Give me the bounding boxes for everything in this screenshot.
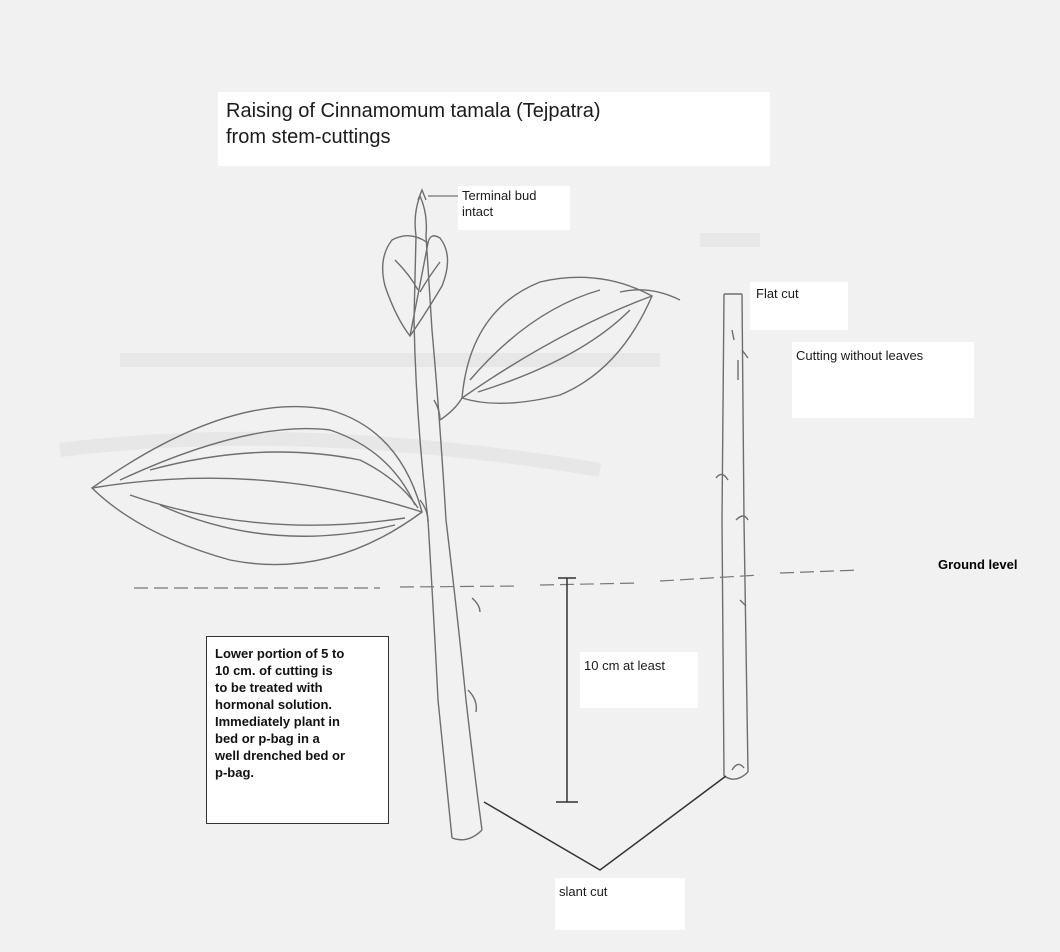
treatment-note-text: Lower portion of 5 to 10 cm. of cutting … <box>215 645 383 781</box>
depth-label: 10 cm at least <box>580 652 698 708</box>
note-line: Immediately plant in <box>215 714 340 729</box>
leafy-stem <box>413 188 483 841</box>
ground-level-label: Ground level <box>938 557 1018 572</box>
terminal-bud-line-2: intact <box>462 204 494 219</box>
slant-cut-pointer <box>483 775 727 871</box>
cutting-without-leaves-label: Cutting without leaves <box>792 342 974 418</box>
note-line: bed or p-bag in a <box>215 731 320 746</box>
diagram-title: Raising of Cinnamomum tamala (Tejpatra) … <box>226 98 601 150</box>
title-line-1: Raising of Cinnamomum tamala (Tejpatra) <box>226 100 601 122</box>
flat-cut-text: Flat cut <box>756 286 799 301</box>
right-leaf <box>439 276 681 421</box>
cutting-without-leaves-text: Cutting without leaves <box>796 348 924 363</box>
note-line: well drenched bed or <box>215 748 346 763</box>
title-line-2: from stem-cuttings <box>226 126 391 148</box>
depth-marker <box>556 577 578 803</box>
note-line: p-bag. <box>215 765 254 780</box>
top-leaf <box>382 235 449 338</box>
ground-line <box>134 569 861 589</box>
note-line: hormonal solution. <box>215 697 332 712</box>
slant-cut-text: slant cut <box>559 884 608 899</box>
terminal-bud-label: Terminal bud intact <box>458 186 570 230</box>
slant-cut-label: slant cut <box>555 878 685 930</box>
note-line: Lower portion of 5 to <box>215 646 345 661</box>
treatment-note: Lower portion of 5 to 10 cm. of cutting … <box>206 636 389 824</box>
flat-cut-label: Flat cut <box>750 282 848 330</box>
depth-text: 10 cm at least <box>584 658 665 673</box>
background-smudges <box>59 233 760 477</box>
title-box: Raising of Cinnamomum tamala (Tejpatra) … <box>218 92 770 166</box>
left-leaf <box>90 405 423 566</box>
terminal-bud-line-1: Terminal bud <box>462 188 537 203</box>
note-line: 10 cm. of cutting is <box>215 663 333 678</box>
note-line: to be treated with <box>215 680 323 695</box>
leafless-cutting <box>715 293 749 780</box>
